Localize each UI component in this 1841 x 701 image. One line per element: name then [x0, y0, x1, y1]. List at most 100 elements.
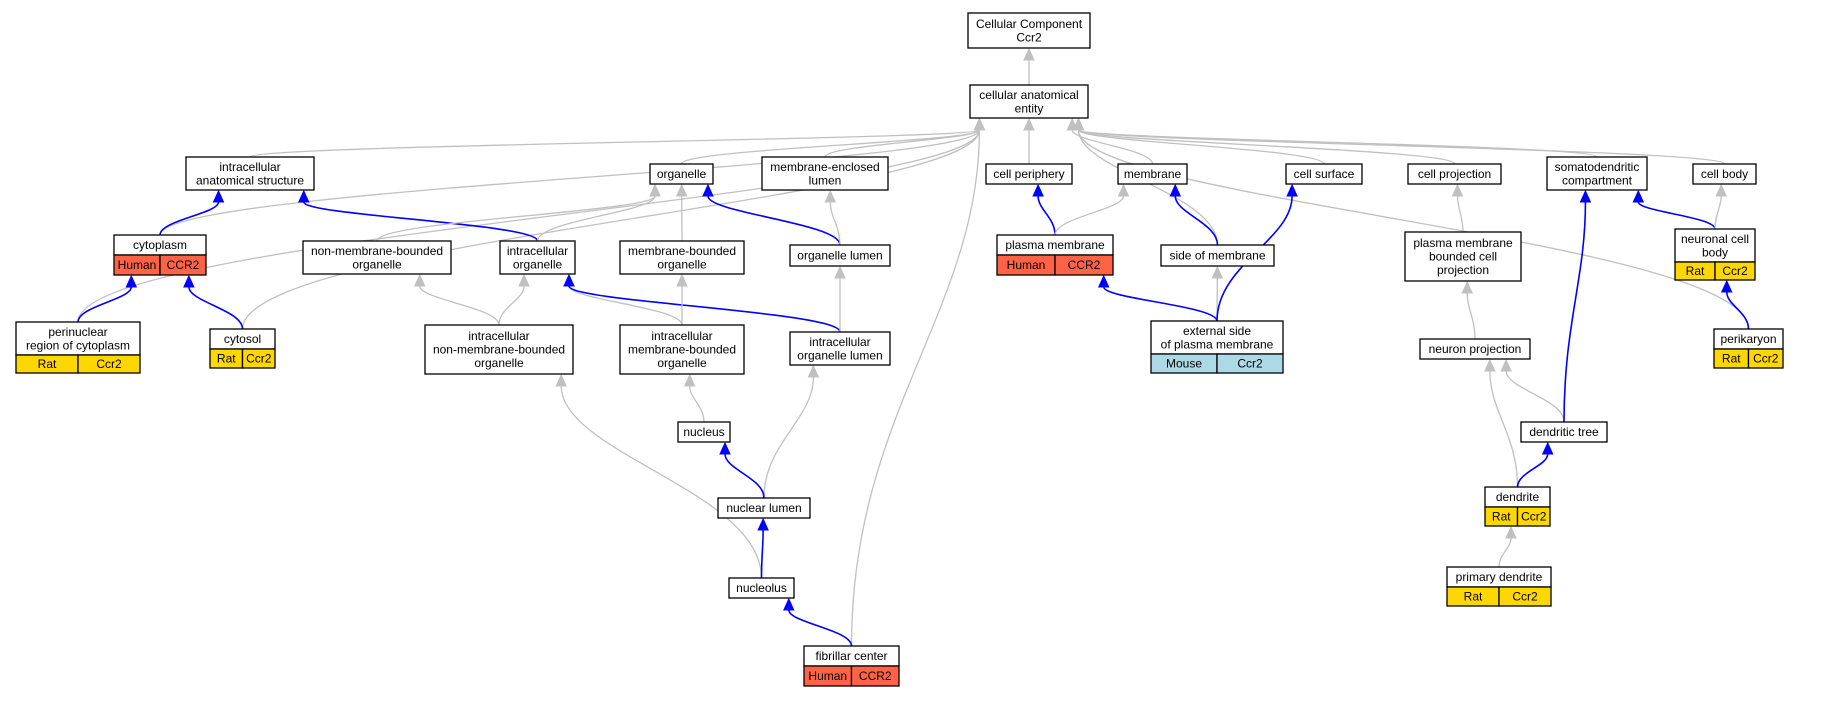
edge-io-to-ias — [302, 201, 539, 242]
term-node-nucleus[interactable]: nucleus — [677, 421, 731, 443]
arrowhead-fcenter-to-cae — [973, 117, 986, 131]
edge-nproj-to-pmbcp — [1466, 292, 1476, 340]
term-label-line: external side — [1183, 324, 1251, 338]
term-node-nucleolus[interactable]: nucleolus — [728, 577, 795, 599]
term-node-som[interactable]: side of membrane — [1160, 244, 1275, 267]
edge-nucleus-to-imbo — [689, 385, 705, 423]
term-label-line: body — [1702, 245, 1728, 259]
term-box — [185, 156, 315, 191]
term-node-membrane[interactable]: membrane — [1117, 163, 1188, 185]
edge-nlumen-to-iol — [763, 376, 815, 499]
edge-ncb-to-cbody — [1714, 195, 1722, 230]
term-box — [1150, 320, 1284, 355]
term-node-organelle[interactable]: organelle — [649, 163, 714, 185]
term-label-line: nucleus — [683, 425, 724, 439]
annotation-species-label: Rat — [1722, 352, 1741, 366]
annotation-gene-label: Ccr2 — [1521, 510, 1547, 524]
edge-dtree-to-somato — [1563, 201, 1587, 423]
term-box — [789, 244, 891, 267]
term-label-line: side of membrane — [1169, 249, 1265, 263]
arrowhead-espm-to-som — [1211, 265, 1224, 279]
edge-som-to-membrane — [1174, 195, 1219, 246]
term-label-line: primary dendrite — [1456, 570, 1543, 584]
term-node-nproj[interactable]: neuron projection — [1419, 338, 1531, 360]
arrowhead-nproj-to-pmbcp — [1461, 280, 1473, 294]
annotation-cell-rat — [1516, 506, 1551, 527]
term-label-line: intracellular — [809, 335, 870, 349]
term-label-line: intracellular — [651, 329, 712, 343]
arrowhead-perikaryon-to-cae — [1072, 117, 1085, 131]
edge-dendrite-to-nproj — [1489, 370, 1519, 488]
term-node-nlumen[interactable]: nuclear lumen — [717, 497, 811, 519]
edge-pmbcp-to-cproj — [1456, 195, 1464, 233]
annotation-gene-label: CCR2 — [167, 258, 200, 272]
term-node-olumen[interactable]: organelle lumen — [789, 244, 891, 267]
arrowhead-nucleolus-to-inmbo — [555, 373, 567, 387]
term-label-line: membrane-bounded — [628, 244, 736, 258]
edge-cytosol-to-cae — [241, 129, 981, 330]
edge-inmbo-to-nmbo — [419, 285, 500, 326]
term-label-line: organelle — [513, 257, 563, 271]
edge-pdend-to-dendrite — [1498, 537, 1512, 568]
arrowhead-io-to-organelle — [649, 183, 661, 197]
term-box — [1419, 338, 1531, 360]
term-label-line: fibrillar center — [815, 649, 887, 663]
term-label-line: membrane-bounded — [628, 343, 736, 357]
term-node-inmbo[interactable]: intracellularnon-membrane-boundedorganel… — [424, 324, 574, 375]
term-box — [967, 12, 1091, 49]
term-label-line: of plasma membrane — [1161, 337, 1274, 351]
term-label-line: neuron projection — [1429, 342, 1522, 356]
arrowhead-ncb-to-cbody — [1715, 183, 1727, 197]
term-node-cbody[interactable]: cell body — [1692, 163, 1757, 185]
term-label-line: projection — [1437, 263, 1489, 277]
arrowhead-pmbcp-to-cproj — [1451, 183, 1464, 197]
term-box — [1117, 163, 1188, 185]
term-label-line: nucleolus — [736, 581, 787, 595]
arrowhead-cperiph-to-cae — [1023, 117, 1035, 131]
edge-cytoplasm-to-ias — [159, 201, 220, 236]
arrowhead-io-to-ias — [297, 189, 310, 203]
term-label-line: cytoplasm — [133, 238, 187, 252]
term-node-cperiph[interactable]: cell periphery — [985, 163, 1073, 185]
edge-fcenter-to-cae — [850, 129, 981, 647]
term-node-csurf[interactable]: cell surface — [1285, 163, 1363, 185]
term-label-line: non-membrane-bounded — [433, 343, 565, 357]
annotation-gene-label: CCR2 — [859, 669, 892, 683]
edge-dendrite-to-dtree — [1516, 453, 1549, 488]
arrowhead-olumen-to-organelle — [702, 183, 714, 197]
term-label-line: cell periphery — [993, 167, 1064, 181]
annotation-cell-rat — [1714, 261, 1756, 281]
term-node-dtree[interactable]: dendritic tree — [1520, 421, 1608, 443]
arrowhead-fcenter-to-nucleolus — [783, 597, 795, 611]
term-node-cproj[interactable]: cell projection — [1407, 163, 1502, 185]
edge-pm-to-cperiph — [1037, 195, 1056, 236]
term-box — [424, 324, 574, 375]
annotation-species-label: Human — [118, 258, 157, 272]
term-label-line: region of cytoplasm — [26, 338, 130, 352]
arrowhead-ncb-to-somato — [1632, 189, 1645, 203]
edge-perikaryon-to-ncb — [1725, 291, 1750, 330]
term-label-line: membrane — [1124, 167, 1182, 181]
